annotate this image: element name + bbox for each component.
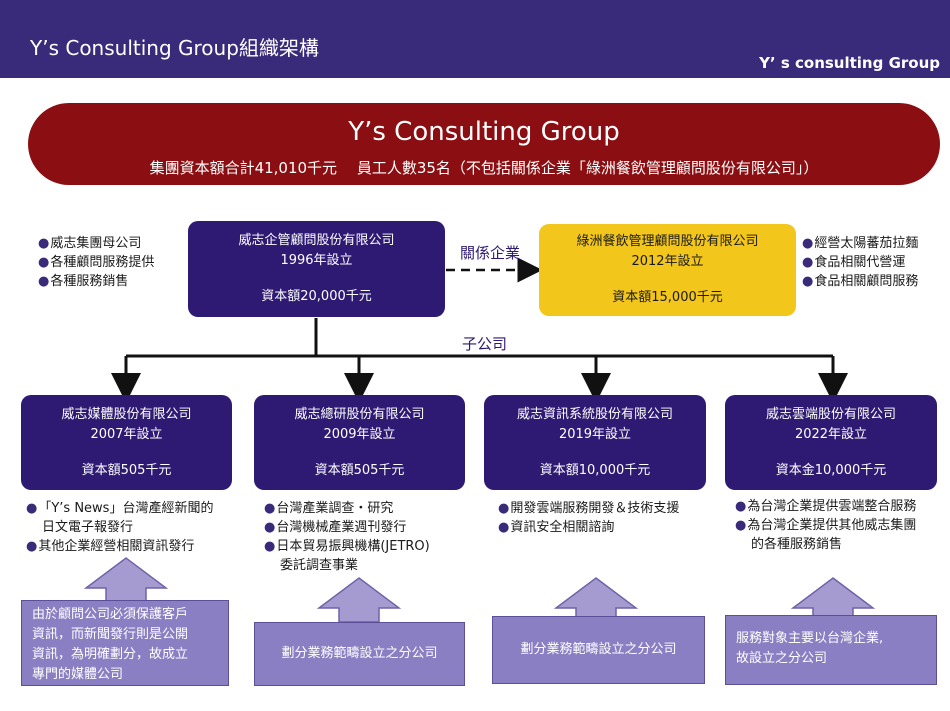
subsidiary-note-research: 劃分業務範疇設立之分公司 <box>254 622 465 686</box>
company-name: 綠洲餐飲管理顧問股份有限公司 <box>576 234 759 249</box>
subsidiary-bullet: 日本貿易振興機構(JETRO) <box>264 537 429 556</box>
company-founded: 2022年設立 <box>794 427 868 442</box>
parent-bullet: 各種服務銷售 <box>38 272 154 291</box>
subsidiary-bullet-cont: 日文電子報發行 <box>42 520 134 535</box>
subsidiary-bullet-cont: 的各種服務銷售 <box>751 537 843 552</box>
subsidiary-note-it: 劃分業務範疇設立之分公司 <box>492 616 705 684</box>
subsidiary-bullet: 開發雲端服務開發＆技術支援 <box>498 499 679 518</box>
note-line: 劃分業務範疇設立之分公司 <box>281 646 438 661</box>
subsidiary-bullets-research: 台灣產業調查・研究 台灣機械產業週刊發行 日本貿易振興機構(JETRO) 委託調… <box>264 499 430 575</box>
company-capital: 資本額505千元 <box>314 463 405 478</box>
subsidiary-bullet: 台灣產業調查・研究 <box>264 499 430 518</box>
note-line: 由於顧問公司必須保護客戶 <box>32 607 189 622</box>
related-bullet-list: 經營太陽蕃茄拉麵 食品相關代營運 食品相關顧問服務 <box>802 234 918 291</box>
subsidiary-box-it: 威志資訊系統股份有限公司 2019年設立 資本額10,000千元 <box>484 395 706 490</box>
note-line: 資訊，為明確劃分，故成立 <box>32 647 189 662</box>
related-bullet: 食品相關代營運 <box>802 253 918 272</box>
subsidiary-bullet: 資訊安全相關諮詢 <box>498 518 679 537</box>
note-line: 劃分業務範疇設立之分公司 <box>520 642 677 657</box>
company-founded: 1996年設立 <box>280 253 353 268</box>
company-founded: 2009年設立 <box>323 427 396 442</box>
parent-bullet: 各種顧問服務提供 <box>38 253 154 272</box>
company-founded: 2019年設立 <box>558 427 632 442</box>
company-capital: 資本金10,000千元 <box>775 463 887 478</box>
company-name: 威志雲端股份有限公司 <box>765 407 896 422</box>
note-line: 故設立之分公司 <box>736 651 828 666</box>
company-capital: 資本額10,000千元 <box>539 463 651 478</box>
related-bullet: 經營太陽蕃茄拉麵 <box>802 234 918 253</box>
brand-logo-text: Y’ s consulting Group <box>759 54 940 72</box>
subsidiary-bullets-media: 「Y’s News」台灣產經新聞的 日文電子報發行 其他企業經營相關資訊發行 <box>26 499 213 556</box>
company-founded: 2012年設立 <box>631 254 704 269</box>
subsidiary-box-research: 威志總研股份有限公司 2009年設立 資本額505千元 <box>254 395 465 490</box>
related-bullet: 食品相關顧問服務 <box>802 272 918 291</box>
note-line: 服務對象主要以台灣企業, <box>736 631 884 646</box>
subsidiary-box-media: 威志媒體股份有限公司 2007年設立 資本額505千元 <box>21 395 232 490</box>
parent-bullet: 威志集團母公司 <box>38 234 154 253</box>
header-bar: Y’s Consulting Group組織架構 Y’ s consulting… <box>0 0 950 78</box>
subsidiary-label: 子公司 <box>462 335 508 353</box>
company-founded: 2007年設立 <box>90 427 163 442</box>
parent-bullet-list: 威志集團母公司 各種顧問服務提供 各種服務銷售 <box>38 234 154 291</box>
company-capital: 資本額15,000千元 <box>612 290 723 305</box>
company-name: 威志總研股份有限公司 <box>294 407 425 422</box>
slide-title: Y’s Consulting Group組織架構 <box>30 36 319 60</box>
banner-title: Y’s Consulting Group <box>348 117 620 147</box>
note-line: 專門的媒體公司 <box>32 667 124 682</box>
related-company-box: 綠洲餐飲管理顧問股份有限公司 2012年設立 資本額15,000千元 <box>539 224 796 316</box>
subsidiary-bullets-cloud: 為台灣企業提供雲端整合服務 為台灣企業提供其他威志集團 的各種服務銷售 <box>735 497 916 554</box>
subsidiary-note-media: 由於顧問公司必須保護客戶 資訊，而新聞發行則是公開 資訊，為明確劃分，故成立 專… <box>21 600 229 686</box>
parent-company-box: 威志企管顧問股份有限公司 1996年設立 資本額20,000千元 <box>188 221 445 317</box>
company-name: 威志資訊系統股份有限公司 <box>516 407 673 422</box>
subsidiary-bullet: 「Y’s News」台灣產經新聞的 <box>26 499 213 518</box>
subsidiary-bullet: 為台灣企業提供其他威志集團 <box>735 516 916 535</box>
up-arrow-1 <box>83 557 169 603</box>
related-company-label: 關係企業 <box>460 244 521 262</box>
note-line: 資訊，而新聞發行則是公開 <box>32 627 189 642</box>
subsidiary-bullets-it: 開發雲端服務開發＆技術支援 資訊安全相關諮詢 <box>498 499 679 537</box>
subsidiary-bullet-cont: 委託調查事業 <box>280 558 359 573</box>
company-name: 威志媒體股份有限公司 <box>61 407 192 422</box>
up-arrow-2 <box>316 577 402 623</box>
banner-subtitle: 集團資本額合計41,010千元 員工人數35名（不包括關係企業「綠洲餐飲管理顧問… <box>149 159 819 177</box>
subsidiary-box-cloud: 威志雲端股份有限公司 2022年設立 資本金10,000千元 <box>725 395 937 490</box>
subsidiary-bullet: 台灣機械產業週刊發行 <box>264 518 430 537</box>
company-capital: 資本額505千元 <box>81 463 172 478</box>
company-name: 威志企管顧問股份有限公司 <box>238 233 395 248</box>
company-capital: 資本額20,000千元 <box>261 289 372 304</box>
subsidiary-note-cloud: 服務對象主要以台灣企業, 故設立之分公司 <box>725 615 937 685</box>
subsidiary-bullet: 其他企業經營相關資訊發行 <box>26 537 213 556</box>
subsidiary-bullet: 為台灣企業提供雲端整合服務 <box>735 497 916 516</box>
group-banner: Y’s Consulting Group 集團資本額合計41,010千元 員工人… <box>28 103 940 185</box>
